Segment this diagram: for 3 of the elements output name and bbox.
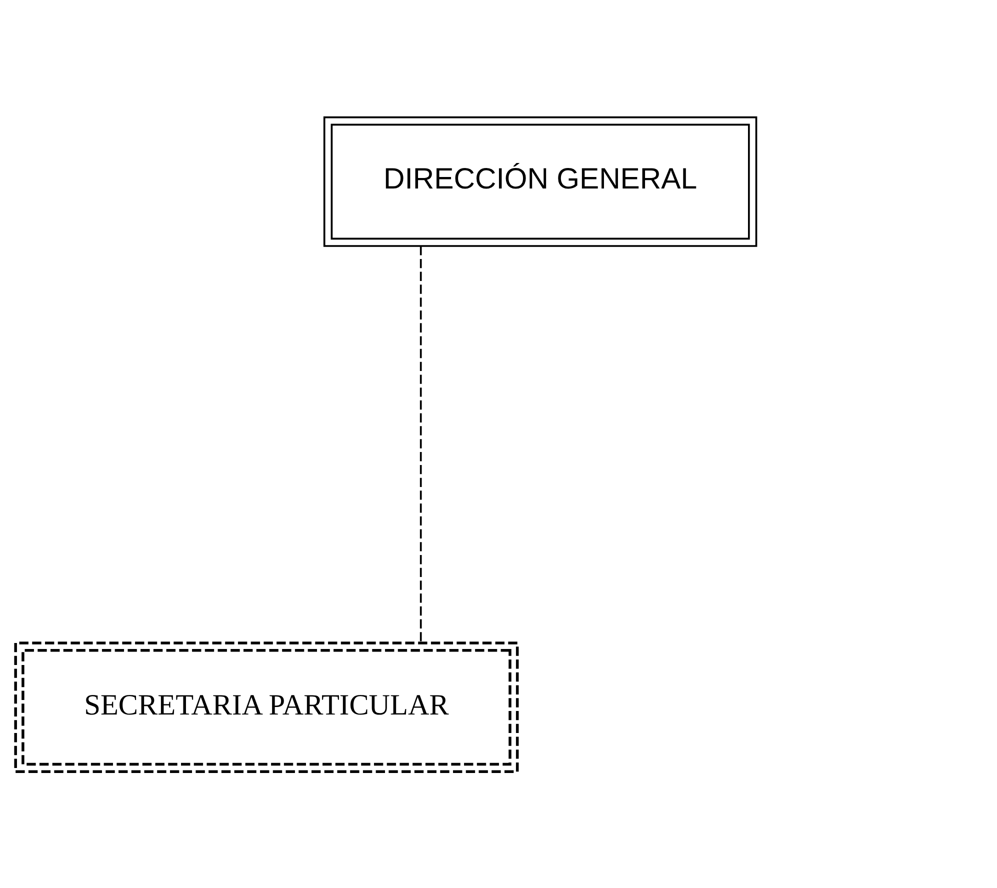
connector (420, 246, 422, 642)
node-box: DIRECCIÓN GENERAL (323, 116, 758, 246)
node-box: SECRETARIA PARTICULAR (14, 641, 519, 773)
